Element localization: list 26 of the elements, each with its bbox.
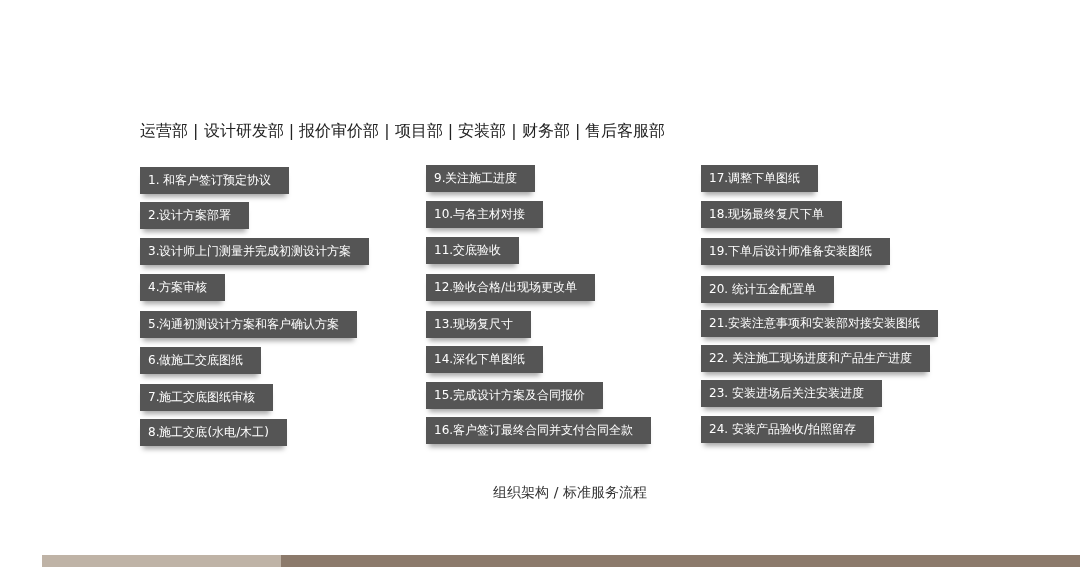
step-box: 13.现场复尺寸 [426,311,532,338]
step-box: 14.深化下单图纸 [426,346,544,373]
heading: 运营部 | 设计研发部 | 报价审价部 | 项目部 | 安装部 | 财务部 | 售后客服部 [140,121,666,142]
step-box: 11.交底验收 [426,237,520,264]
step-box: 5.沟通初测设计方案和客户确认方案 [140,311,358,338]
step-box: 3.设计师上门测量并完成初测设计方案 [140,238,370,265]
step-box: 19.下单后设计师准备安装图纸 [701,238,891,265]
step-box: 16.客户签订最终合同并支付合同全款 [426,417,652,444]
step-box: 1. 和客户签订预定协议 [140,167,290,194]
step-box: 22. 关注施工现场进度和产品生产进度 [701,345,930,372]
step-box: 4.方案审核 [140,274,226,301]
step-box: 20. 统计五金配置单 [701,276,834,303]
step-box: 17.调整下单图纸 [701,165,819,192]
step-box: 9.关注施工进度 [426,165,536,192]
step-box: 8.施工交底(水电/木工) [140,419,287,446]
step-box: 6.做施工交底图纸 [140,347,262,374]
step-box: 7.施工交底图纸审核 [140,384,274,411]
step-box: 2.设计方案部署 [140,202,250,229]
step-box: 10.与各主材对接 [426,201,544,228]
step-box: 21.安装注意事项和安装部对接安装图纸 [701,310,939,337]
step-box: 24. 安装产品验收/拍照留存 [701,416,874,443]
step-box: 18.现场最终复尺下单 [701,201,843,228]
caption: 组织架构 / 标准服务流程 [492,484,648,502]
step-box: 12.验收合格/出现场更改单 [426,274,596,301]
step-box: 15.完成设计方案及合同报价 [426,382,604,409]
step-box: 23. 安装进场后关注安装进度 [701,380,882,407]
